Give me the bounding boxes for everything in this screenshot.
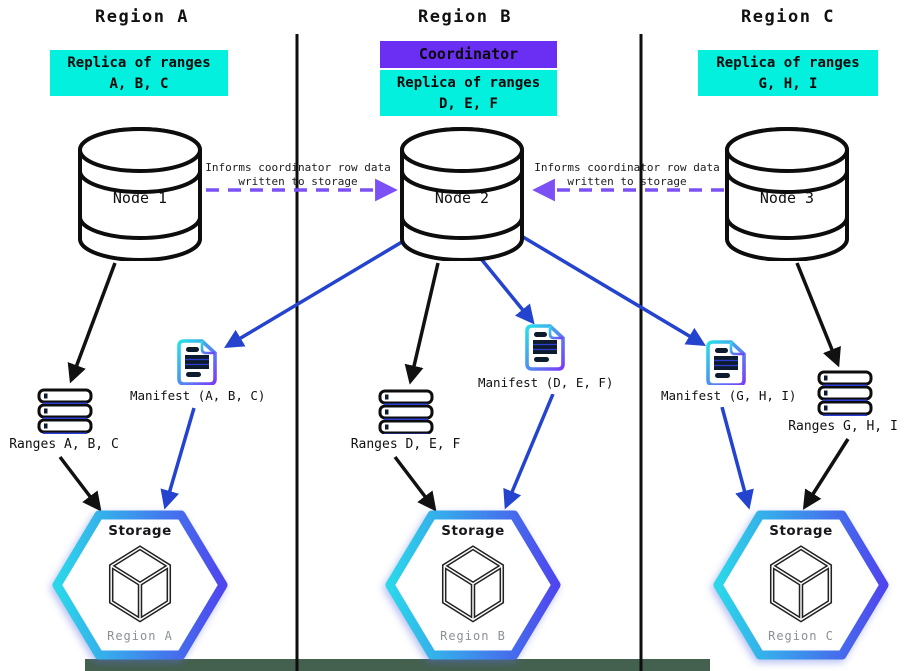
arrow-node1-to-ranges-a (67, 262, 117, 384)
cube-icon (104, 542, 176, 628)
manifest-b-icon (525, 324, 565, 375)
ranges-a-label: Ranges A, B, C (2, 434, 126, 456)
region-c-header: Region C (738, 4, 838, 30)
manifest-b-label: Manifest (D, E, F) (478, 372, 613, 394)
database-icon (725, 127, 849, 262)
replica-b-line2: D, E, F (438, 96, 498, 112)
arrow-manifest-b-to-storage-b (503, 393, 555, 510)
arrow-node3-to-ranges-c (795, 262, 841, 368)
arrow-node2-to-manifest-c (517, 232, 706, 346)
storage-hexagon-a: Storage Region A (52, 510, 228, 660)
manifest-a-icon (177, 339, 217, 390)
storage-hexagon-b: Storage Region B (385, 510, 561, 660)
coordinator-label: Coordinator (418, 45, 519, 63)
manifest-c-label: Manifest (G, H, I) (661, 385, 796, 407)
node2-label: Node 2 (434, 189, 490, 207)
storage-b-title: Storage (441, 523, 505, 539)
manifest-c-icon (706, 340, 746, 391)
server-stack-icon (378, 389, 434, 435)
storage-a-title: Storage (108, 523, 172, 539)
document-icon (177, 339, 217, 386)
document-icon (706, 340, 746, 387)
storage-c-title: Storage (769, 523, 833, 539)
region-a-header-label: Region A (95, 7, 189, 27)
node2-cylinder: Node 2 (400, 127, 524, 262)
rack-a-icon (37, 388, 93, 438)
arrow-ranges-a-to-storage-a (58, 455, 102, 512)
replica-c-line1: Replica of ranges (716, 55, 860, 71)
region-c-header-label: Region C (741, 7, 835, 27)
node1-cylinder: Node 1 (78, 127, 202, 262)
node1-label: Node 1 (112, 189, 168, 207)
node3-label: Node 3 (759, 189, 815, 207)
rack-c-icon (817, 370, 873, 420)
informs-label-line1: Informs coordinator row data (534, 161, 720, 174)
database-icon (400, 127, 524, 262)
replica-box-c: Replica of ranges G, H, I (698, 50, 878, 96)
arrow-node2-to-manifest-b (480, 258, 535, 325)
cube-icon (437, 542, 509, 628)
replica-c-line2: G, H, I (758, 76, 818, 92)
arrow-node2-to-manifest-a (224, 234, 413, 348)
arrow-ranges-b-to-storage-b (393, 455, 437, 512)
bottom-band (85, 659, 710, 671)
region-a-header: Region A (92, 4, 192, 30)
replica-box-a: Replica of ranges A, B, C (50, 50, 228, 96)
replica-box-b: Replica of ranges D, E, F (380, 70, 557, 116)
node3-cylinder: Node 3 (725, 127, 849, 262)
region-b-header: Region B (415, 4, 515, 30)
server-stack-icon (817, 370, 873, 416)
storage-a-region-label: Region A (107, 629, 173, 643)
ranges-c-label: Ranges G, H, I (782, 416, 904, 438)
replica-b-line1: Replica of ranges (396, 75, 541, 91)
arrow-manifest-c-to-storage-c (720, 406, 754, 510)
cube-icon (765, 542, 837, 628)
informs-label-right: Informs coordinator row data written to … (532, 160, 722, 190)
storage-hexagon-c: Storage Region C (713, 510, 889, 660)
rack-b-icon (378, 389, 434, 439)
replica-a-line1: Replica of ranges (67, 55, 211, 71)
document-icon (525, 324, 565, 371)
storage-c-region-label: Region C (768, 629, 834, 643)
arrow-ranges-c-to-storage-c (802, 438, 850, 510)
ranges-b-label: Ranges D, E, F (343, 434, 468, 456)
arrow-node2-to-ranges-b (404, 262, 440, 385)
database-icon (78, 127, 202, 262)
arrow-manifest-a-to-storage-a (160, 407, 196, 510)
informs-label-line2: written to storage (567, 175, 687, 188)
coordinator-badge: Coordinator (380, 41, 557, 68)
storage-b-region-label: Region B (440, 629, 506, 643)
server-stack-icon (37, 388, 93, 434)
replica-a-line2: A, B, C (109, 76, 169, 92)
manifest-a-label: Manifest (A, B, C) (130, 385, 265, 407)
region-b-header-label: Region B (418, 7, 512, 27)
